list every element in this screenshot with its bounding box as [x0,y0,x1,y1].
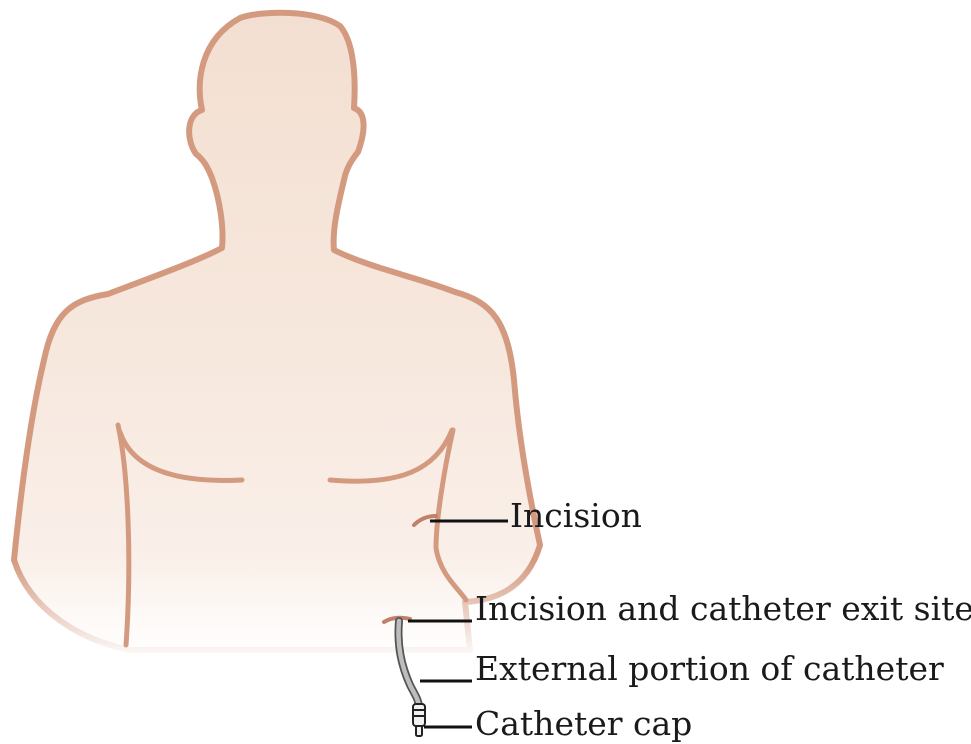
torso-figure [0,13,560,660]
catheter-cap-label: Catheter cap [475,704,692,743]
incision-label: Incision [510,496,642,535]
body-outline [14,13,540,650]
exit-site-label: Incision and catheter exit site [475,589,971,628]
external-portion-label: External portion of catheter [475,649,944,688]
labels: Incision Incision and catheter exit site… [475,496,971,743]
catheter-cap-icon [413,704,425,736]
